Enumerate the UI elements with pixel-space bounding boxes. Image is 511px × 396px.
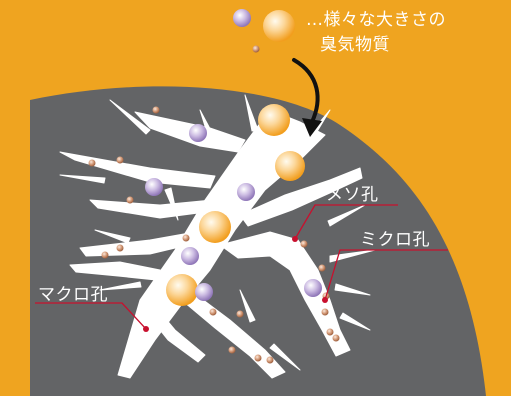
macro-leader-line bbox=[35, 302, 147, 330]
large-molecule bbox=[199, 211, 231, 243]
small-molecule bbox=[252, 45, 260, 53]
small-molecule bbox=[321, 308, 329, 316]
adsorption-arrow bbox=[292, 58, 320, 124]
arrow-head-icon bbox=[302, 118, 322, 137]
medium-odor-molecules bbox=[145, 9, 322, 301]
large-molecule bbox=[166, 274, 198, 306]
small-molecule bbox=[126, 196, 134, 204]
large-odor-molecules bbox=[166, 10, 305, 306]
small-molecule bbox=[116, 244, 124, 252]
small-molecule bbox=[116, 156, 124, 164]
small-molecule bbox=[101, 251, 109, 259]
small-molecule bbox=[332, 334, 340, 342]
medium-molecule bbox=[304, 279, 322, 297]
medium-molecule bbox=[145, 178, 163, 196]
small-odor-molecules bbox=[88, 45, 340, 364]
small-molecule bbox=[152, 106, 160, 114]
odor-caption-line-1: …様々な大きさの bbox=[306, 10, 446, 30]
odor-caption-line-2: 臭気物質 bbox=[320, 35, 390, 55]
large-molecule bbox=[258, 104, 290, 136]
micropore-label: ミクロ孔 bbox=[360, 230, 430, 250]
micro-leader-dot bbox=[322, 297, 328, 303]
micro-leader-line bbox=[324, 249, 448, 301]
small-molecule bbox=[182, 234, 190, 242]
large-molecule bbox=[263, 10, 295, 42]
medium-molecule bbox=[233, 9, 251, 27]
small-molecule bbox=[300, 240, 308, 248]
meso-leader-dot bbox=[292, 236, 298, 242]
medium-molecule bbox=[195, 283, 213, 301]
small-molecule bbox=[318, 264, 326, 272]
small-molecule bbox=[326, 328, 334, 336]
macropore-label: マクロ孔 bbox=[38, 285, 108, 305]
meso-leader-line bbox=[294, 204, 398, 240]
macro-leader-dot bbox=[143, 326, 149, 332]
small-molecule bbox=[254, 354, 262, 362]
small-molecule bbox=[88, 159, 96, 167]
medium-molecule bbox=[189, 124, 207, 142]
mesopore-label: メソ孔 bbox=[326, 185, 379, 205]
small-molecule bbox=[266, 356, 274, 364]
medium-molecule bbox=[181, 247, 199, 265]
small-molecule bbox=[228, 346, 236, 354]
medium-molecule bbox=[237, 183, 255, 201]
pore-leader-lines bbox=[35, 204, 448, 330]
small-molecule bbox=[209, 308, 217, 316]
large-molecule bbox=[275, 151, 305, 181]
small-molecule bbox=[236, 310, 244, 318]
pore-network bbox=[59, 94, 376, 379]
